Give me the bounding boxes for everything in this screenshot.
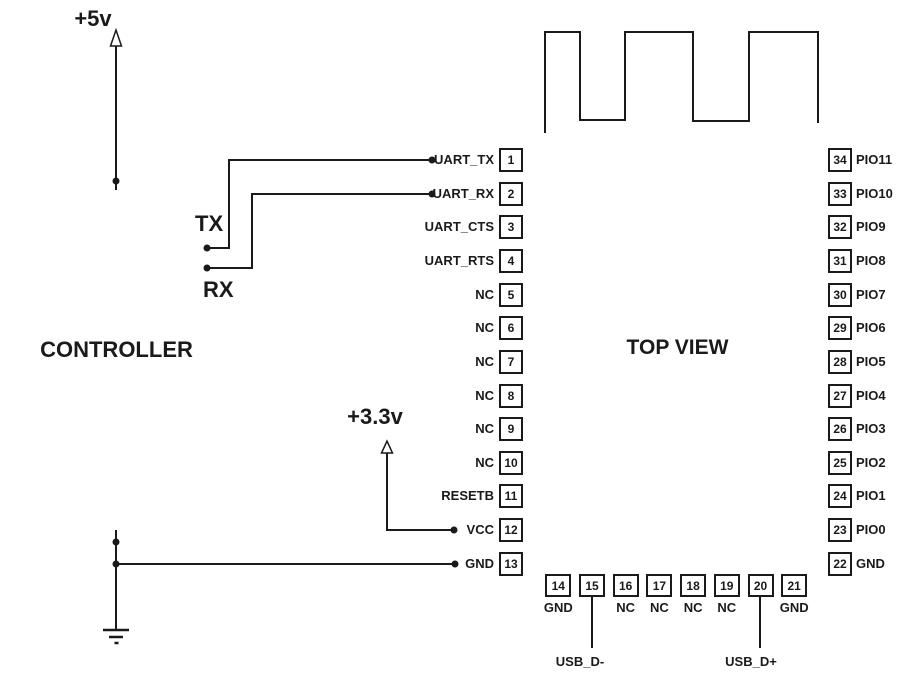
pin-box: 5 [499, 282, 523, 307]
pin-label: PIO1 [856, 488, 886, 504]
pin-label: PIO8 [856, 252, 886, 268]
pin-box: 31 [828, 248, 852, 273]
pin-label: UART_RTS [424, 252, 494, 268]
v33-wire [386, 453, 454, 531]
pin-label: NC [616, 600, 636, 615]
pin-label: NC [650, 600, 669, 615]
pin-label: NC [475, 387, 494, 403]
junction-dot [428, 156, 436, 164]
pin-box: 28 [828, 349, 852, 374]
pin-box: 2 [499, 181, 523, 206]
pin-label: PIO3 [856, 421, 886, 437]
pin-box: 21 [781, 574, 808, 597]
pin-box: 16 [612, 574, 639, 597]
pin-box: 14 [545, 574, 572, 597]
module-title: TOP VIEW [626, 336, 729, 359]
pin-box: 22 [828, 551, 852, 576]
pin-box: 25 [828, 450, 852, 475]
pin-box: 1 [499, 148, 523, 172]
junction-dot [203, 244, 211, 252]
junction-dot [451, 560, 459, 568]
pin-box: 4 [499, 248, 523, 273]
pin-box: 23 [828, 518, 852, 542]
controller-tx-label: TX [195, 211, 224, 236]
pin-label: NC [475, 286, 494, 302]
pin-box: 3 [499, 215, 523, 240]
v5-arrow-icon [109, 27, 123, 47]
pin-label: PIO7 [856, 286, 886, 302]
pin-box: 32 [828, 215, 852, 240]
pin-box: 9 [499, 417, 523, 442]
ground-icon [103, 628, 129, 645]
pin-box: 17 [646, 574, 673, 597]
controller-label: CONTROLLER [40, 337, 193, 362]
pin-box: 11 [499, 484, 523, 509]
pin-box: 19 [713, 574, 740, 597]
pin-label: UART_RX [432, 185, 494, 201]
pin-label: PIO5 [856, 353, 886, 369]
pin-box: 6 [499, 316, 523, 341]
pin-box: 33 [828, 181, 852, 206]
pin-label: PIO6 [856, 320, 886, 336]
pin-label: UART_TX [434, 152, 494, 167]
pin-label: VCC [466, 522, 494, 537]
pin-label: PIO10 [856, 185, 893, 201]
pin-box: 24 [828, 484, 852, 509]
pin-box: 13 [499, 551, 523, 576]
antenna-icon [544, 31, 819, 133]
rx-wire [207, 193, 432, 269]
pin-box: 12 [499, 518, 523, 542]
junction-dot [112, 177, 120, 185]
pin-label: NC [683, 600, 703, 615]
pin-label: PIO11 [856, 152, 893, 167]
pin-label: PIO4 [856, 387, 886, 403]
pin-box: 15 [579, 574, 605, 597]
usb-dminus-label: USB_D- [555, 654, 605, 669]
pin-label: GND [779, 600, 809, 615]
pin-box: 27 [828, 383, 852, 408]
pin-label: NC [475, 353, 494, 369]
pin-box: 10 [499, 450, 523, 475]
controller-rx-label: RX [203, 277, 234, 302]
pin-label: PIO9 [856, 219, 886, 235]
pin-label: GND [856, 555, 885, 571]
junction-dot [112, 560, 120, 568]
pin-label: RESETB [441, 488, 494, 504]
plus-3v3-label: +3.3v [347, 404, 403, 429]
pin-box: 29 [828, 316, 852, 341]
pin-label: NC [475, 454, 494, 470]
pin-box: 8 [499, 383, 523, 408]
pin-label: NC [475, 421, 494, 437]
pin-label: GND [543, 600, 573, 615]
pin-box: 26 [828, 417, 852, 442]
pin-label: PIO2 [856, 454, 886, 470]
pin-label: UART_CTS [424, 219, 494, 235]
pin-label: NC [717, 600, 737, 615]
v33-arrow-icon [380, 439, 394, 454]
pin-box: 7 [499, 349, 523, 374]
junction-dot [112, 538, 120, 546]
pin-label: PIO0 [856, 522, 886, 537]
pin-label: NC [475, 320, 494, 336]
junction-dot [428, 190, 436, 198]
pin-box: 34 [828, 148, 852, 172]
pin-label: GND [465, 555, 494, 571]
tx-wire [207, 159, 432, 249]
plus-5v-label: +5v [74, 6, 112, 31]
module-box [501, 11, 850, 596]
junction-dot [450, 526, 458, 534]
controller-box [38, 191, 195, 529]
junction-dot [203, 264, 211, 272]
usb-dplus-label: USB_D+ [725, 654, 777, 669]
pin-box: 18 [680, 574, 707, 597]
pin-box: 20 [747, 574, 774, 597]
pin-box: 30 [828, 282, 852, 307]
